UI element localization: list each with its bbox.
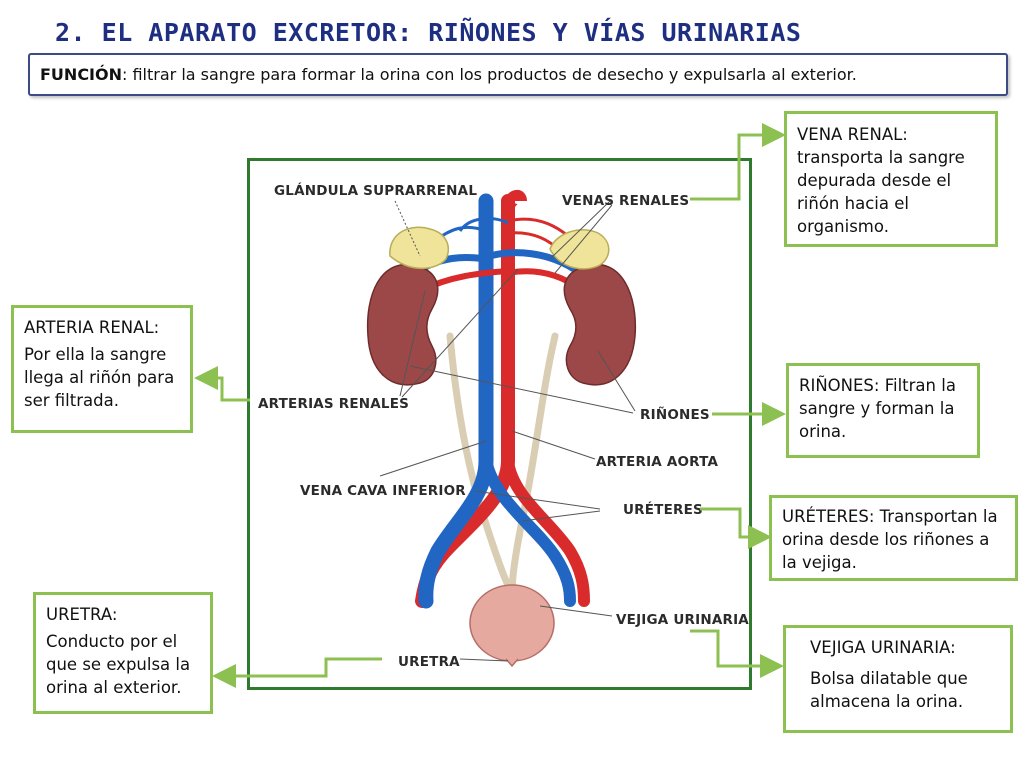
- box-uretra-title: URETRA:: [46, 605, 118, 624]
- label-arterias-renales: ARTERIAS RENALES: [258, 396, 409, 412]
- leader-rinones-2: [409, 365, 634, 414]
- right-kidney: [563, 263, 637, 386]
- leader-venas-renales-2: [554, 204, 613, 274]
- vena-cava: [418, 193, 494, 609]
- function-text: : filtrar la sangre para formar la orina…: [122, 65, 857, 84]
- leader-rinones-1: [597, 350, 636, 412]
- leader-arterias-renales-2: [401, 268, 519, 398]
- arrow-ureteres: [700, 507, 772, 549]
- box-vejiga: VEJIGA URINARIA: Bolsa dilatable que alm…: [783, 625, 1013, 733]
- label-venas-renales: VENAS RENALES: [562, 193, 689, 209]
- leader-arterias-renales-1: [399, 290, 426, 397]
- urethra: [505, 658, 519, 668]
- leader-ureteres-1: [474, 490, 601, 510]
- label-vejiga: VEJIGA URINARIA: [616, 612, 749, 628]
- arrow-uretra: [212, 657, 382, 688]
- box-ureteres-text: URÉTERES: Transportan la orina desde los…: [782, 507, 998, 572]
- label-ureteres: URÉTERES: [623, 501, 703, 518]
- diagram-frame: GLÁNDULA SUPRARRENAL VENAS RENALES ARTER…: [247, 158, 752, 690]
- box-rinones-text: RIÑONES: Filtran la sangre y forman la o…: [799, 376, 956, 441]
- urinary-system-illustration: GLÁNDULA SUPRARRENAL VENAS RENALES ARTER…: [258, 182, 749, 670]
- left-kidney: [366, 263, 439, 386]
- box-vejiga-text: Bolsa dilatable que almacena la orina.: [810, 669, 968, 711]
- box-rinones: RIÑONES: Filtran la sangre y forman la o…: [786, 363, 980, 458]
- function-label: FUNCIÓN: [40, 65, 122, 84]
- leader-uretra: [459, 658, 509, 662]
- box-arteria-renal-title: ARTERIA RENAL:: [24, 318, 160, 337]
- label-rinones: RIÑONES: [640, 406, 710, 423]
- label-arteria-aorta: ARTERIA AORTA: [596, 454, 719, 470]
- box-uretra-text: Conducto por el que se expulsa la orina …: [46, 632, 191, 697]
- box-vejiga-title: VEJIGA URINARIA:: [810, 638, 956, 657]
- aortic-arch-stub: [501, 189, 527, 209]
- arrow-vena-renal: [690, 123, 786, 201]
- left-iliac-vein: [480, 455, 576, 607]
- function-banner: FUNCIÓN: filtrar la sangre para formar l…: [28, 53, 1008, 96]
- leader-ureteres-2: [521, 510, 601, 522]
- leader-aorta: [511, 430, 596, 460]
- box-vena-renal: VENA RENAL: transporta la sangre depurad…: [784, 111, 998, 247]
- label-vena-cava: VENA CAVA INFERIOR: [300, 483, 466, 499]
- box-arteria-renal: ARTERIA RENAL: Por ella la sangre llega …: [11, 305, 193, 433]
- arrow-arteria-renal: [194, 366, 250, 402]
- leader-vena-cava: [379, 440, 487, 477]
- box-arteria-renal-text: Por ella la sangre llega al riñón para s…: [24, 345, 175, 410]
- leader-venas-renales-1: [549, 200, 611, 260]
- box-uretra: URETRA: Conducto por el que se expulsa l…: [33, 592, 213, 714]
- box-ureteres: URÉTERES: Transportan la orina desde los…: [769, 495, 1018, 581]
- box-vena-renal-text: VENA RENAL: transporta la sangre depurad…: [797, 125, 965, 236]
- label-glandula: GLÁNDULA SUPRARRENAL: [274, 182, 477, 199]
- right-iliac-artery: [502, 455, 590, 607]
- arrow-vejiga: [690, 629, 784, 678]
- leader-vejiga: [539, 605, 613, 617]
- page-title: 2. EL APARATO EXCRETOR: RIÑONES Y VÍAS U…: [55, 18, 802, 47]
- left-adrenal-gland: [389, 226, 450, 270]
- right-adrenal-gland: [549, 229, 610, 270]
- label-uretra: URETRA: [398, 654, 460, 670]
